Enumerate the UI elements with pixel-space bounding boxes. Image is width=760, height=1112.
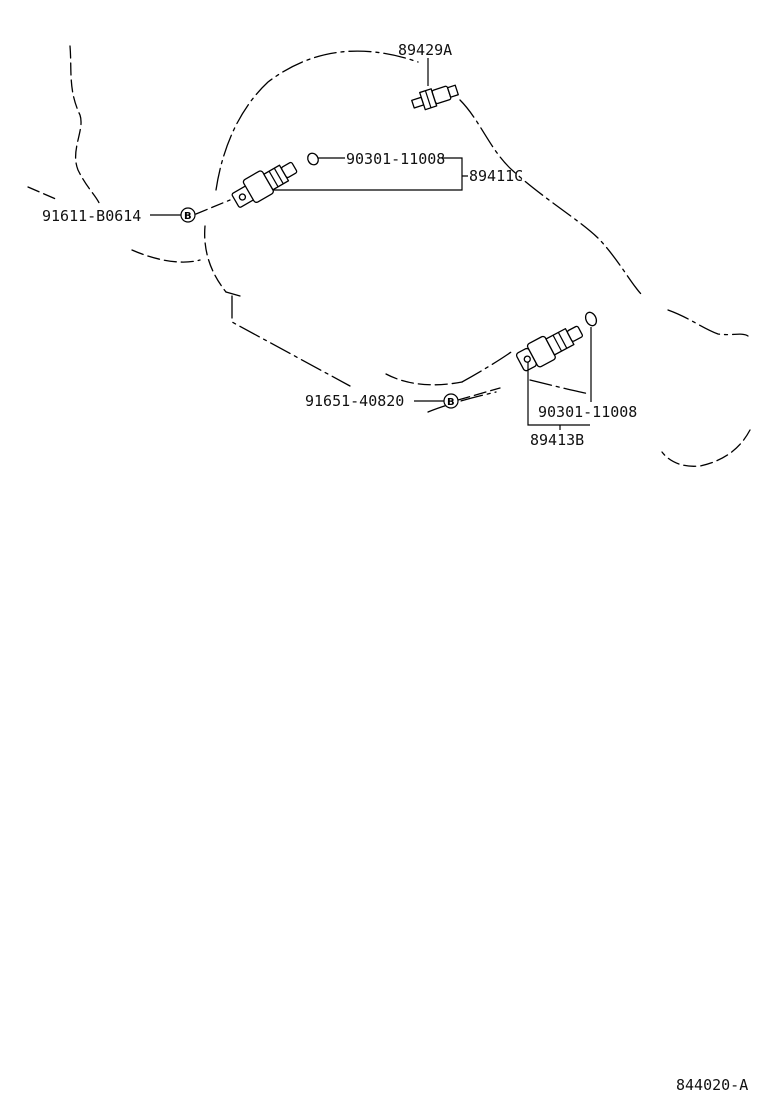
bracket-89413B <box>527 362 590 430</box>
oil-pressure-switch-icon <box>411 84 459 111</box>
camshaft-sensor-upper-icon <box>231 161 298 208</box>
o-ring-upper-icon <box>307 152 319 166</box>
part-label-91611-B0614: 91611-B0614 <box>42 207 141 225</box>
bolt-upper-axis <box>195 199 231 215</box>
bolt-upper-marker: B <box>184 211 192 222</box>
part-label-89411C: 89411C <box>469 167 523 185</box>
housing-outline <box>27 45 751 467</box>
part-label-90301-lower: 90301-11008 <box>538 403 637 421</box>
bolt-lower-marker: B <box>447 397 455 408</box>
o-ring-lower-icon <box>584 311 598 327</box>
figure-code: 844020-A <box>676 1076 748 1094</box>
part-label-89429A: 89429A <box>398 41 452 59</box>
part-label-90301-upper: 90301-11008 <box>346 150 445 168</box>
bolt-lower-axis <box>457 387 501 401</box>
bracket-89411C <box>272 157 468 191</box>
part-label-89413B: 89413B <box>530 431 584 449</box>
part-label-91651-40820: 91651-40820 <box>305 392 404 410</box>
crankshaft-sensor-lower-icon <box>515 325 584 372</box>
